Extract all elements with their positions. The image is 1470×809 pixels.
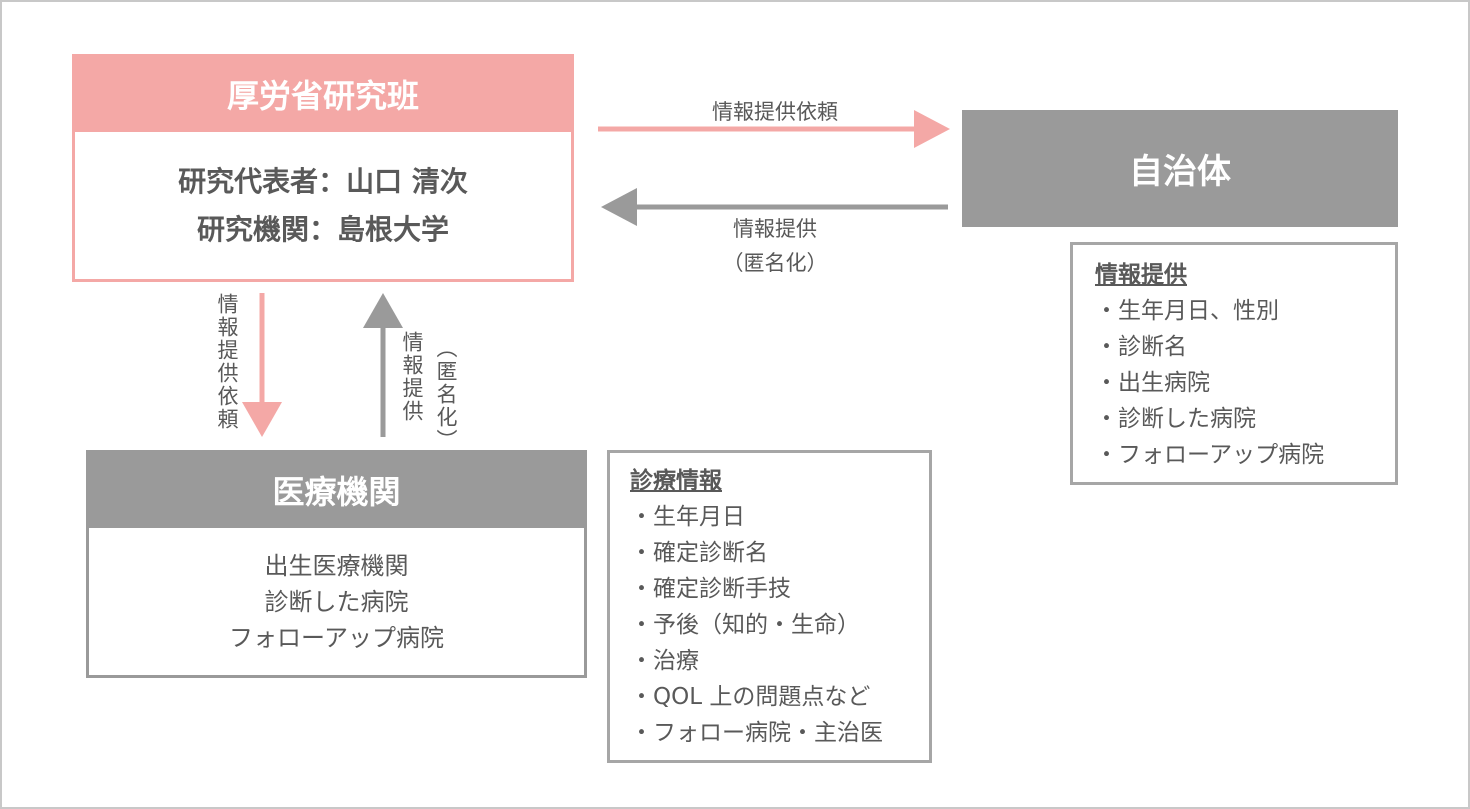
provided-info-item: ・生年月日、性別 (1095, 298, 1279, 324)
provided-info-item: ・診断した病院 (1095, 406, 1256, 432)
medical-info-box: 診療情報 ・生年月日 ・確定診断名 ・確定診断手技 ・予後（知的・生命） ・治療… (607, 450, 932, 763)
medical-info-item: ・生年月日 (630, 504, 745, 530)
request-arrow-right-label: 情報提供依頼 (712, 100, 838, 124)
medical-info-item: ・予後（知的・生命） (630, 612, 860, 638)
provide-arrow-up-head (363, 293, 403, 328)
medical-institution-line: 出生医療機関 (264, 551, 409, 580)
provide-arrow-left-label-line2: （匿名化） (722, 251, 828, 275)
provide-arrow-up-label: 情報提供 (400, 331, 424, 423)
provided-info-title: 情報提供 (1095, 262, 1187, 288)
medical-info-item: ・確定診断手技 (630, 576, 791, 602)
provided-info-item: ・出生病院 (1095, 370, 1210, 396)
provide-arrow-left-label-line1: 情報提供 (733, 217, 817, 241)
request-arrow-down-label: 情報提供依頼 (215, 293, 239, 431)
research-group-title: 厚労省研究班 (72, 54, 574, 134)
medical-info-item: ・確定診断名 (630, 540, 768, 566)
medical-institution-line: 診断した病院 (264, 587, 409, 616)
provided-info-item: ・診断名 (1095, 334, 1187, 360)
provide-arrow-left-label: 情報提供 （匿名化） (700, 212, 850, 280)
provided-info-item: ・フォローアップ病院 (1095, 442, 1325, 468)
research-representative: 研究代表者：山口 清次 (178, 164, 468, 198)
medical-info-item: ・治療 (630, 648, 699, 674)
municipality-box: 自治体 (962, 110, 1398, 227)
medical-institution-details: 出生医療機関 診断した病院 フォローアップ病院 (86, 528, 587, 678)
medical-info-item: ・フォロー病院・主治医 (630, 720, 883, 746)
research-group-details: 研究代表者：山口 清次 研究機関：島根大学 (72, 132, 574, 282)
medical-info-title: 診療情報 (630, 468, 722, 494)
medical-institution-title: 医療機関 (86, 450, 587, 530)
provide-arrow-left-head (601, 188, 637, 226)
request-arrow-right-head (914, 110, 950, 148)
provide-arrow-up-anon-label: （匿名化） (434, 337, 458, 452)
medical-institution-line: フォローアップ病院 (228, 623, 445, 652)
research-institution: 研究機関：島根大学 (196, 212, 449, 246)
request-arrow-down-head (242, 402, 282, 437)
provided-info-box: 情報提供 ・生年月日、性別 ・診断名 ・出生病院 ・診断した病院 ・フォローアッ… (1070, 242, 1398, 485)
medical-info-item: ・QOL 上の問題点など (630, 684, 871, 710)
